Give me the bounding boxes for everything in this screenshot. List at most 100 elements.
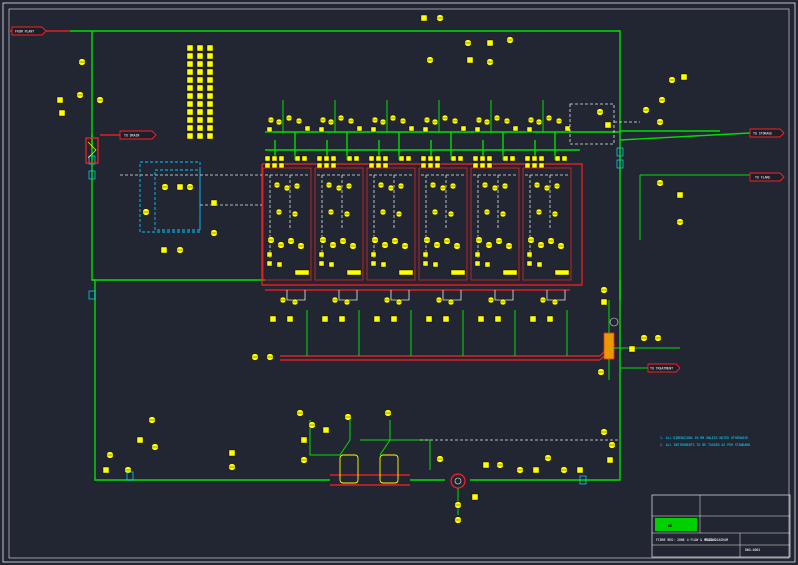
instrument-tag <box>196 68 204 76</box>
instrument-tag <box>442 315 450 323</box>
instrument-tag <box>494 315 502 323</box>
instrument-tag <box>286 315 294 323</box>
offpage-label-right-low: TO TREATMENT <box>650 367 673 371</box>
line-fitting <box>579 475 587 485</box>
instrument-tag <box>606 456 614 464</box>
instrument-tag <box>554 155 561 162</box>
instrument-tag <box>524 155 531 162</box>
cell-label-plate <box>346 269 362 276</box>
cell-label-plate <box>554 269 570 276</box>
instrument-tag <box>538 155 545 162</box>
instrument-tag <box>353 155 360 162</box>
instrument-tag <box>370 126 377 133</box>
instrument-tag <box>486 155 493 162</box>
instrument-tag <box>196 116 204 124</box>
instrument-tag <box>422 260 429 267</box>
instrument-tag <box>269 315 277 323</box>
instrument-tag <box>512 125 519 132</box>
instrument-tag <box>564 125 571 132</box>
instrument-tag <box>502 155 509 162</box>
instrument-tag <box>526 251 533 258</box>
instrument-tag <box>210 199 218 207</box>
notes-block: 1. ALL DIMENSIONS IN MM UNLESS NOTED OTH… <box>660 436 750 447</box>
instrument-tag <box>102 466 110 474</box>
instrument-tag <box>375 162 382 169</box>
offpage-connector-right-mid: TO FLARE <box>749 172 785 182</box>
instrument-tag <box>266 251 273 258</box>
instrument-tag <box>186 68 194 76</box>
instrument-tag <box>526 126 533 133</box>
vessel-area <box>309 420 620 515</box>
instrument-tag <box>322 426 330 434</box>
cell-unit <box>314 100 364 356</box>
instrument-tag <box>206 52 214 60</box>
cell-unit <box>470 100 520 356</box>
instrument-tag <box>196 84 204 92</box>
instrument-tag <box>531 162 538 169</box>
instrument-tag <box>58 109 66 117</box>
instrument-tag <box>474 126 481 133</box>
instrument-tag <box>370 260 377 267</box>
instrument-tag <box>196 60 204 68</box>
instrument-tag <box>420 162 427 169</box>
instrument-tag <box>186 92 194 100</box>
instrument-tag <box>276 261 283 268</box>
offpage-label-top-left: FROM PLANT <box>15 30 34 34</box>
instrument-tag <box>486 39 494 47</box>
instrument-tag <box>196 52 204 60</box>
cell-unit <box>522 100 572 356</box>
instrument-tag <box>56 96 64 104</box>
offpage-connector-right-top: TO STORAGE <box>749 128 785 138</box>
instrument-tag <box>160 246 168 254</box>
instrument-tag <box>338 315 346 323</box>
instrument-tag <box>422 251 429 258</box>
instrument-tag <box>316 155 323 162</box>
instrument-tag <box>330 162 337 169</box>
instrument-tag <box>600 298 608 306</box>
instrument-tag <box>373 315 381 323</box>
instrument-tag <box>420 14 428 22</box>
instrument-tag <box>460 125 467 132</box>
cell-frame <box>262 167 312 281</box>
cell-unit <box>366 100 416 356</box>
cell-frame <box>470 167 520 281</box>
heat-exchanger <box>85 137 99 164</box>
line-fitting <box>88 290 96 300</box>
instrument-tag <box>375 155 382 162</box>
instrument-tag <box>206 84 214 92</box>
instrument-tag <box>186 124 194 132</box>
instrument-tag <box>477 315 485 323</box>
instrument-tag <box>474 260 481 267</box>
instrument-tag <box>576 466 584 474</box>
instrument-tag <box>479 155 486 162</box>
instrument-tag <box>186 108 194 116</box>
right-column-equipment <box>603 174 750 380</box>
instrument-tag <box>398 155 405 162</box>
control-panel-left <box>120 161 262 233</box>
offpage-label-right-top: TO STORAGE <box>753 132 772 136</box>
title-block: WE FIBRE BED: ZONE 4 FLOW & MIXING P&ID … <box>651 494 791 558</box>
instrument-tag <box>186 60 194 68</box>
instrument-tag <box>427 162 434 169</box>
instrument-tag <box>628 345 636 353</box>
cell-frame <box>522 167 572 281</box>
cell-unit <box>418 100 468 356</box>
instrument-tag <box>206 116 214 124</box>
instrument-tag <box>526 260 533 267</box>
instrument-tag <box>484 261 491 268</box>
instrument-tag <box>432 261 439 268</box>
instrument-tag <box>486 162 493 169</box>
instrument-tag <box>294 155 301 162</box>
instrument-tag <box>422 126 429 133</box>
instrument-tag <box>420 155 427 162</box>
cell-bank <box>262 100 572 356</box>
analyzer-enclosure <box>569 103 615 145</box>
instrument-tag <box>266 260 273 267</box>
instrument-tag <box>380 261 387 268</box>
line-fitting <box>88 170 96 180</box>
instrument-tag <box>186 44 194 52</box>
instrument-tag <box>196 76 204 84</box>
cell-unit <box>262 100 312 356</box>
instrument-tag <box>408 125 415 132</box>
